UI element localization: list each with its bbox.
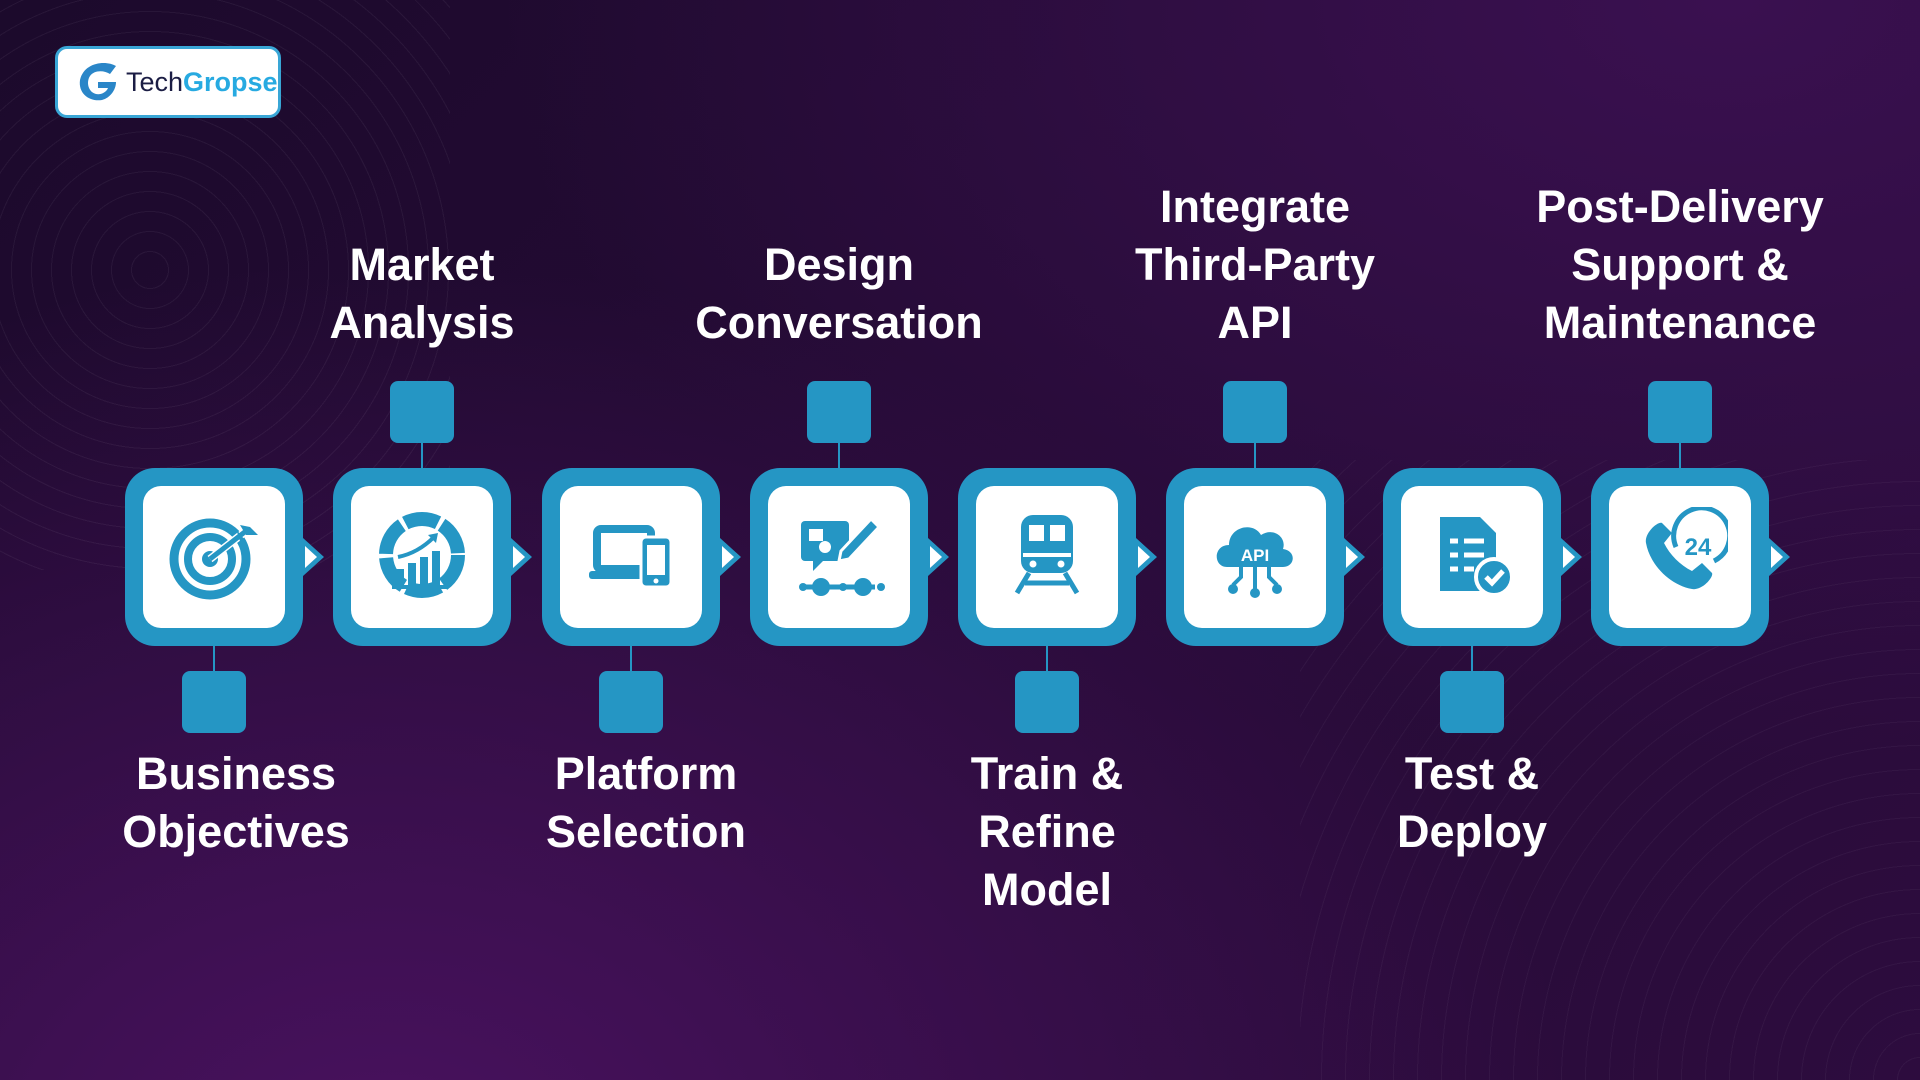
connector-node	[1440, 671, 1504, 733]
train-icon	[999, 507, 1095, 608]
next-arrow-icon	[720, 538, 741, 576]
chat-design-icon	[791, 507, 887, 608]
support-24-icon: 24	[1632, 504, 1733, 608]
process-step	[125, 468, 324, 733]
step-label: Business Objectives	[122, 748, 350, 857]
connector-line	[213, 644, 215, 676]
connector-line	[1471, 644, 1473, 676]
process-step	[1383, 468, 1582, 733]
step-label: Market Analysis	[329, 239, 515, 348]
step-label: Train & Refine Model	[970, 748, 1124, 915]
document-check-icon	[1424, 507, 1520, 608]
step-icon-tile	[1401, 486, 1543, 628]
logo-text-tech: Tech	[126, 66, 184, 97]
connector-node	[1223, 381, 1287, 443]
step-icon-tile	[143, 486, 285, 628]
step-icon-tile: API	[1184, 486, 1326, 628]
connector-node	[182, 671, 246, 733]
next-arrow-icon	[511, 538, 532, 576]
process-step	[333, 381, 532, 646]
connector-line	[1254, 438, 1256, 470]
next-arrow-icon	[1769, 538, 1790, 576]
g-logo-icon	[79, 62, 116, 101]
techgropse-logo: TechGropse	[55, 46, 281, 118]
step-icon-tile	[976, 486, 1118, 628]
step-label: Integrate Third-Party API	[1134, 181, 1376, 348]
step-icon-tile	[351, 486, 493, 628]
target-icon	[166, 507, 262, 608]
next-arrow-icon	[303, 538, 324, 576]
process-step	[750, 381, 949, 646]
process-step: API	[1166, 381, 1365, 646]
connector-node	[390, 381, 454, 443]
connector-line	[838, 438, 840, 470]
process-step: 24	[1591, 381, 1790, 646]
logo-text-gropse: Gropse	[183, 66, 278, 97]
process-step	[958, 468, 1157, 733]
devices-icon	[583, 507, 679, 608]
connector-node	[1648, 381, 1712, 443]
process-step	[542, 468, 741, 733]
connector-node	[807, 381, 871, 443]
step-label: Design Conversation	[695, 239, 983, 348]
connector-node	[1015, 671, 1079, 733]
step-icon-tile: 24	[1609, 486, 1751, 628]
svg-text:API: API	[1241, 546, 1269, 565]
connector-line	[421, 438, 423, 470]
step-label: Test & Deploy	[1396, 748, 1548, 857]
next-arrow-icon	[928, 538, 949, 576]
step-icon-tile	[560, 486, 702, 628]
connector-line	[1679, 438, 1681, 470]
connector-line	[630, 644, 632, 676]
next-arrow-icon	[1561, 538, 1582, 576]
step-icon-tile	[768, 486, 910, 628]
connector-node	[599, 671, 663, 733]
step-label: Platform Selection	[545, 748, 747, 857]
svg-text:24: 24	[1685, 534, 1712, 561]
next-arrow-icon	[1136, 538, 1157, 576]
growth-chart-icon	[374, 507, 470, 608]
step-label: Post-Delivery Support & Maintenance	[1536, 181, 1824, 348]
next-arrow-icon	[1344, 538, 1365, 576]
connector-line	[1046, 644, 1048, 676]
api-cloud-icon: API	[1207, 507, 1303, 608]
